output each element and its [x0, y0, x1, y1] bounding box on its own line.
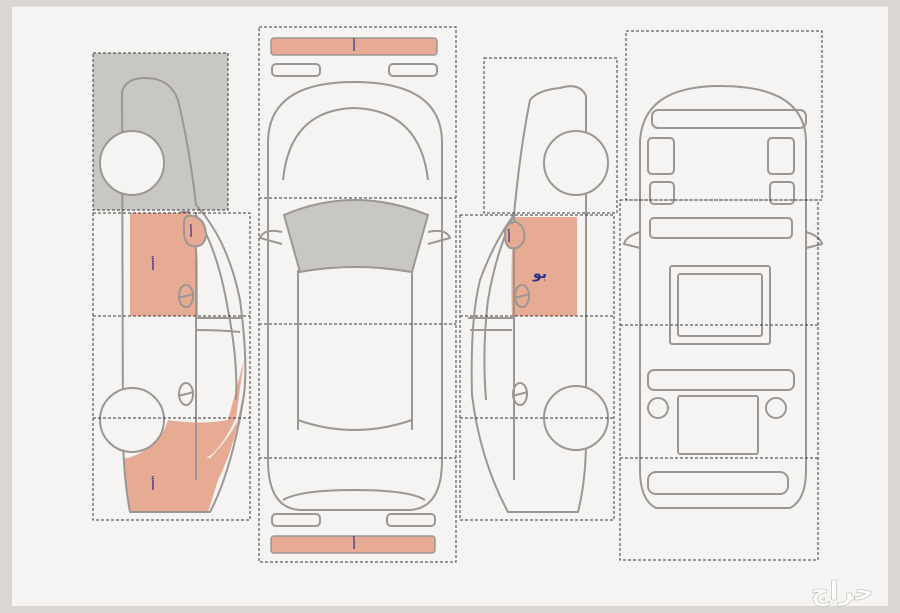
left-side-view: أ أ أ	[92, 52, 251, 521]
right-mirror-label: أ	[507, 229, 511, 246]
wheel-icon	[99, 130, 165, 196]
wheel-icon	[99, 387, 165, 453]
left-rear-quarter-damage[interactable]	[124, 388, 244, 512]
left-front-door-label: أ	[151, 256, 155, 274]
underside-view	[619, 30, 824, 561]
front-bumper-damage[interactable]	[270, 37, 438, 56]
front-bumper-label: أ	[352, 38, 356, 55]
door-handle-icon	[512, 382, 528, 406]
door-handle-icon	[178, 382, 194, 406]
left-rear-quarter-label: أ	[151, 476, 155, 494]
rear-bumper-label: أ	[352, 536, 356, 553]
side-mirror-icon	[503, 220, 526, 250]
wheel-icon	[543, 130, 609, 196]
side-mirror-icon	[183, 214, 207, 248]
door-handle-icon	[514, 284, 530, 308]
windshield-zone[interactable]	[282, 199, 430, 274]
rear-bumper-damage[interactable]	[270, 535, 436, 554]
watermark-text: حراج	[811, 577, 874, 607]
door-handle-icon	[178, 284, 194, 308]
left-mirror-label: أ	[189, 224, 193, 241]
top-view: أ أ	[258, 26, 457, 563]
right-side-view: بو أ	[459, 57, 618, 521]
right-front-door-label: بو	[532, 266, 547, 282]
left-rear-arch-damage[interactable]	[128, 360, 244, 458]
